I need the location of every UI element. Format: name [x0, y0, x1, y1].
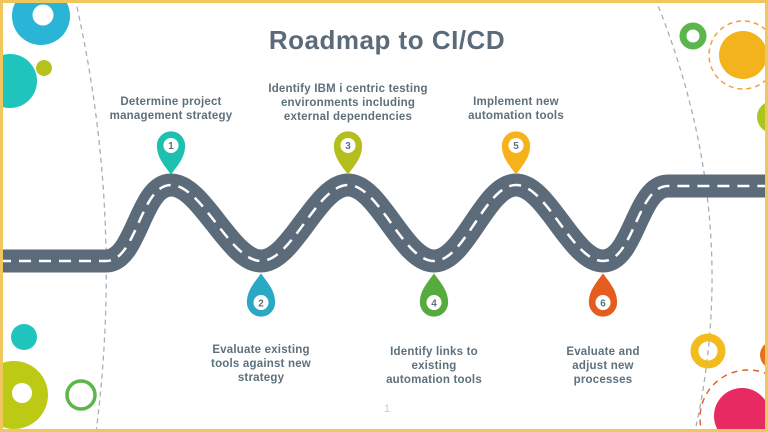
road — [3, 173, 765, 273]
step-4-pin: 4 — [419, 273, 449, 317]
step-2-pin: 2 — [246, 273, 276, 317]
dot-teal-bottomleft — [11, 324, 37, 350]
step-4-label: Identify links to existing automation to… — [386, 346, 482, 386]
step-3-label: Identify IBM i centric testing environme… — [268, 83, 428, 123]
step-2-label: Evaluate existing tools against new stra… — [211, 344, 311, 384]
page-number: 1 — [383, 403, 391, 415]
step-6-label: Evaluate and adjust new processes — [566, 346, 640, 386]
circle-teal-left — [3, 54, 37, 108]
circle-cyan-hole — [32, 4, 54, 26]
page-title: Roadmap to CI/CD — [268, 25, 506, 55]
pin-number-disc — [595, 295, 611, 311]
step-5-label: Implement new automation tools — [468, 96, 564, 122]
circle-lime-rightedge — [757, 103, 765, 131]
donut-lime-hole — [12, 383, 32, 403]
step-1-pin: 1 — [156, 131, 186, 175]
pin-number-disc — [163, 137, 179, 153]
step-1-label: Determine project management strategy — [109, 96, 233, 122]
pin-number: 6 — [600, 298, 606, 309]
pin-number-disc — [426, 295, 442, 311]
pin-number: 3 — [345, 141, 351, 152]
ring-green-topright — [679, 22, 707, 50]
ring-green-bottomleft — [65, 379, 97, 411]
map-pin-icon — [501, 131, 531, 175]
pin-number: 1 — [168, 141, 174, 152]
circle-orange-rightedge — [760, 344, 765, 366]
pin-number: 4 — [431, 298, 437, 309]
ring-yellow-bottomright — [690, 333, 726, 369]
dashed-arc-right — [656, 3, 713, 429]
step-5-pin: 5 — [501, 131, 531, 175]
step-6-pin: 6 — [588, 273, 618, 317]
step-3-pin: 3 — [333, 131, 363, 175]
road-asphalt — [3, 173, 765, 273]
dashed-ring-orange — [699, 369, 765, 429]
decorations — [3, 3, 765, 429]
circle-pink-bottomright — [714, 388, 765, 429]
road-centerline — [3, 183, 765, 263]
dot-lime-topleft — [36, 60, 52, 76]
pin-number-disc — [508, 137, 524, 153]
pin-number: 2 — [258, 298, 264, 309]
pin-number: 5 — [513, 141, 519, 152]
pin-number-disc — [253, 295, 269, 311]
pin-number-disc — [340, 137, 356, 153]
circle-amber-topright — [719, 31, 765, 79]
